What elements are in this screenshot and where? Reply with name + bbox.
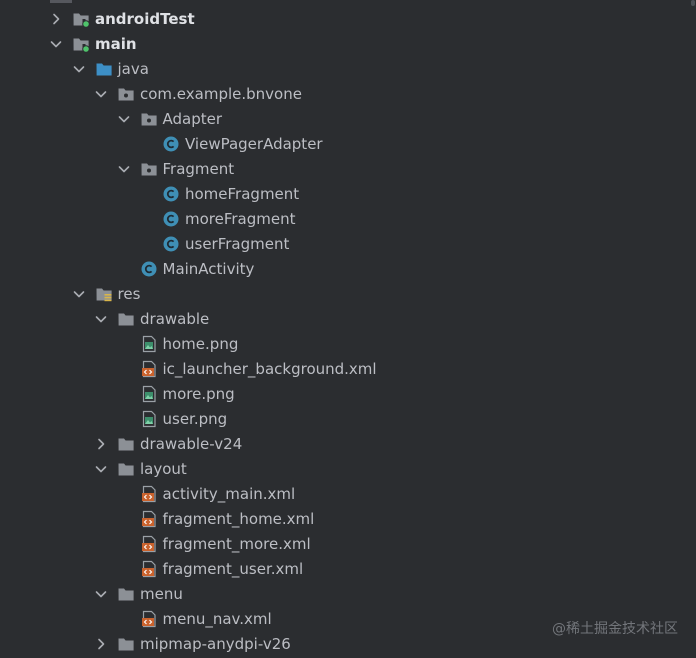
chevron-down-icon[interactable]: [71, 61, 87, 77]
tree-item-fragment[interactable]: Fragment: [0, 157, 690, 182]
class-icon: [162, 235, 180, 253]
chevron-down-icon[interactable]: [93, 311, 109, 327]
class-icon: [162, 135, 180, 153]
tree-item-label: moreFragment: [185, 210, 296, 228]
tree-item-ic-launcher-background-xml[interactable]: ic_launcher_background.xml: [0, 357, 690, 382]
tree-item-label: fragment_home.xml: [162, 510, 315, 528]
chevron-down-icon[interactable]: [116, 161, 132, 177]
image-file-icon: [140, 410, 158, 428]
chevron-right-icon[interactable]: [48, 11, 64, 27]
tree-item-label: user.png: [162, 410, 228, 428]
tree-item-homefragment[interactable]: homeFragment: [0, 182, 690, 207]
class-icon: [162, 185, 180, 203]
tree-item-label: com.example.bnvone: [140, 85, 302, 103]
tree-item-label: MainActivity: [162, 260, 255, 278]
tree-item-label: ViewPagerAdapter: [185, 135, 323, 153]
tree-item-label: fragment_more.xml: [162, 535, 311, 553]
watermark: @稀土掘金技术社区: [552, 621, 678, 637]
tree-item-mipmap-anydpi-v26[interactable]: mipmap-anydpi-v26: [0, 632, 690, 657]
xml-file-icon: [140, 560, 158, 578]
module-test-folder-icon: [72, 10, 90, 28]
package-icon: [140, 110, 158, 128]
tree-item-com-example-bnvone[interactable]: com.example.bnvone: [0, 82, 690, 107]
tree-item-java[interactable]: java: [0, 57, 690, 82]
tree-item-fragment-more-xml[interactable]: fragment_more.xml: [0, 532, 690, 557]
folder-icon: [117, 460, 135, 478]
tree-item-label: menu_nav.xml: [162, 610, 272, 628]
tree-item-fragment-home-xml[interactable]: fragment_home.xml: [0, 507, 690, 532]
tree-item-mainactivity[interactable]: MainActivity: [0, 257, 690, 282]
scrollbar-thumb[interactable]: [691, 0, 695, 6]
previous-row-stub: [50, 0, 72, 3]
tree-item-adapter[interactable]: Adapter: [0, 107, 690, 132]
tree-item-label: activity_main.xml: [162, 485, 296, 503]
chevron-down-icon[interactable]: [48, 36, 64, 52]
tree-item-label: layout: [140, 460, 187, 478]
tree-item-label: more.png: [162, 385, 235, 403]
chevron-down-icon[interactable]: [93, 461, 109, 477]
vertical-scrollbar[interactable]: [690, 0, 696, 658]
folder-icon: [117, 435, 135, 453]
package-icon: [140, 160, 158, 178]
tree-item-drawable-v24[interactable]: drawable-v24: [0, 432, 690, 457]
tree-item-res[interactable]: res: [0, 282, 690, 307]
module-main-folder-icon: [72, 35, 90, 53]
xml-file-icon: [140, 535, 158, 553]
tree-item-label: Adapter: [162, 110, 223, 128]
tree-item-label: drawable: [140, 310, 210, 328]
tree-item-home-png[interactable]: home.png: [0, 332, 690, 357]
chevron-down-icon[interactable]: [93, 586, 109, 602]
source-folder-icon: [95, 60, 113, 78]
tree-item-label: ic_launcher_background.xml: [162, 360, 377, 378]
tree-item-label: fragment_user.xml: [162, 560, 304, 578]
tree-item-activity-main-xml[interactable]: activity_main.xml: [0, 482, 690, 507]
chevron-down-icon[interactable]: [93, 86, 109, 102]
image-file-icon: [140, 385, 158, 403]
tree-item-user-png[interactable]: user.png: [0, 407, 690, 432]
tree-item-fragment-user-xml[interactable]: fragment_user.xml: [0, 557, 690, 582]
tree-item-label: homeFragment: [185, 185, 300, 203]
tree-item-label: home.png: [162, 335, 239, 353]
folder-icon: [117, 635, 135, 653]
chevron-right-icon[interactable]: [93, 636, 109, 652]
tree-item-label: userFragment: [185, 235, 290, 253]
tree-item-menu-nav-xml[interactable]: menu_nav.xml: [0, 607, 690, 632]
tree-item-morefragment[interactable]: moreFragment: [0, 207, 690, 232]
tree-item-androidtest[interactable]: androidTest: [0, 7, 690, 32]
tree-item-label: res: [117, 285, 141, 303]
tree-item-drawable[interactable]: drawable: [0, 307, 690, 332]
tree-item-label: main: [95, 35, 137, 53]
image-file-icon: [140, 335, 158, 353]
tree-item-userfragment[interactable]: userFragment: [0, 232, 690, 257]
class-icon: [162, 210, 180, 228]
xml-file-icon: [140, 485, 158, 503]
class-icon: [140, 260, 158, 278]
tree-item-viewpageradapter[interactable]: ViewPagerAdapter: [0, 132, 690, 157]
folder-icon: [117, 585, 135, 603]
package-icon: [117, 85, 135, 103]
tree-item-more-png[interactable]: more.png: [0, 382, 690, 407]
tree-item-label: androidTest: [95, 10, 195, 28]
tree-item-layout[interactable]: layout: [0, 457, 690, 482]
tree-item-main[interactable]: main: [0, 32, 690, 57]
xml-file-icon: [140, 510, 158, 528]
tree-item-menu[interactable]: menu: [0, 582, 690, 607]
tree-item-label: mipmap-anydpi-v26: [140, 635, 291, 653]
folder-icon: [117, 310, 135, 328]
chevron-down-icon[interactable]: [116, 111, 132, 127]
tree-item-label: drawable-v24: [140, 435, 243, 453]
tree-item-label: Fragment: [162, 160, 235, 178]
xml-file-icon: [140, 360, 158, 378]
chevron-down-icon[interactable]: [71, 286, 87, 302]
resources-folder-icon: [95, 285, 113, 303]
xml-file-icon: [140, 610, 158, 628]
tree-item-label: menu: [140, 585, 183, 603]
tree-item-label: java: [117, 60, 149, 78]
chevron-right-icon[interactable]: [93, 436, 109, 452]
